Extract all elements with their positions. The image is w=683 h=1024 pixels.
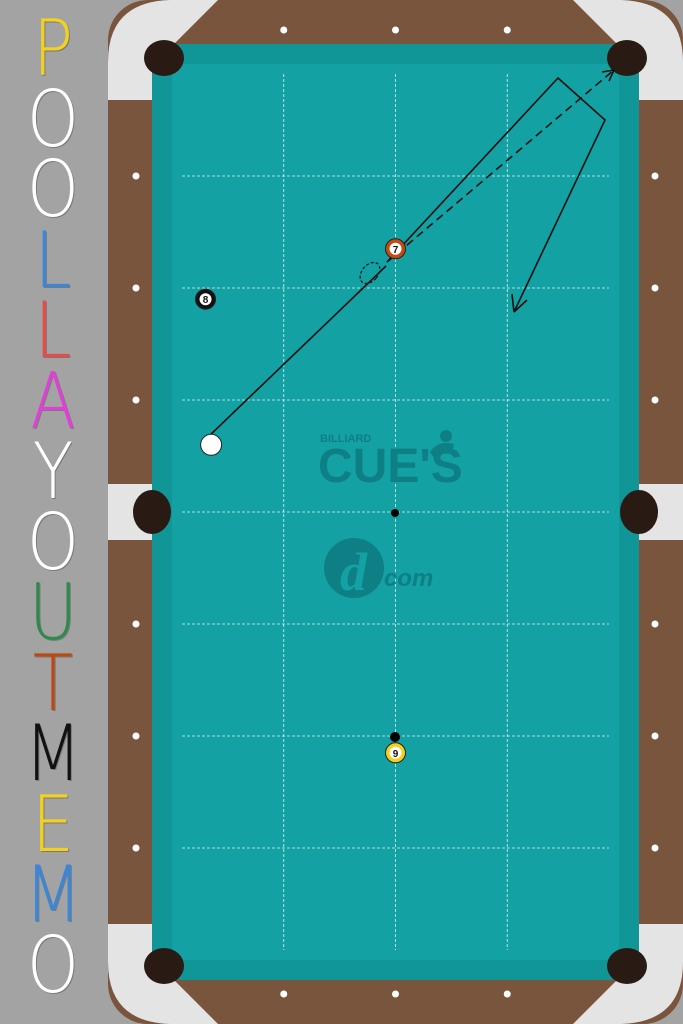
logo-billiard-text: BILLIARD bbox=[320, 433, 371, 445]
shot-diagram bbox=[205, 69, 615, 440]
title-letter: U bbox=[28, 566, 78, 658]
table-grid bbox=[182, 74, 609, 950]
ball-eight[interactable]: 8 bbox=[195, 288, 217, 310]
pool-table[interactable]: BILLIARD CUE'S d com 7 8 9 bbox=[108, 0, 683, 1024]
title-letter: O bbox=[27, 73, 79, 165]
title-letter: L bbox=[34, 284, 72, 376]
object-ball-arrowhead-icon bbox=[601, 69, 615, 82]
rail-diamond bbox=[651, 284, 659, 292]
rail-diamond bbox=[651, 844, 659, 852]
dcom-circle-icon bbox=[324, 538, 384, 598]
balls[interactable]: 7 8 9 bbox=[195, 238, 406, 764]
title-letter: O bbox=[27, 496, 79, 588]
pocket bbox=[607, 948, 647, 984]
ball-number-disc bbox=[199, 293, 212, 306]
pocket bbox=[607, 40, 647, 76]
rail-diamond bbox=[132, 620, 140, 628]
rail-diamond bbox=[132, 284, 140, 292]
ball-seven[interactable]: 7 bbox=[385, 238, 406, 260]
ball-number-disc bbox=[389, 746, 402, 759]
rail-diamond bbox=[132, 396, 140, 404]
rail-diamond bbox=[280, 26, 288, 34]
cue-ball-continuation-path bbox=[386, 76, 606, 313]
dcom-logo: d com bbox=[324, 538, 433, 602]
cue-ball-arrowhead-icon bbox=[511, 293, 528, 313]
ball-nine[interactable]: 9 bbox=[385, 742, 406, 764]
title-letter: Y bbox=[32, 425, 74, 517]
title-letter: A bbox=[30, 355, 76, 447]
dcom-mark: d bbox=[340, 542, 368, 602]
ball-number-disc bbox=[389, 242, 402, 255]
pocket bbox=[133, 490, 171, 534]
head-spot bbox=[391, 509, 399, 517]
cues-logo: BILLIARD CUE'S bbox=[318, 430, 463, 493]
title-letter: M bbox=[24, 848, 82, 940]
ball-cue[interactable] bbox=[200, 433, 223, 456]
title-letter: L bbox=[34, 214, 72, 306]
ball-number: 9 bbox=[393, 749, 399, 760]
pocket bbox=[620, 490, 658, 534]
rail-diamond bbox=[651, 396, 659, 404]
rail-diamond bbox=[651, 172, 659, 180]
title-letter: T bbox=[32, 637, 74, 729]
ball-number: 8 bbox=[203, 295, 209, 306]
rail-diamond bbox=[503, 26, 511, 34]
pockets bbox=[133, 40, 658, 984]
foot-spot bbox=[390, 732, 400, 742]
rail-diamond bbox=[132, 844, 140, 852]
rail-diamond bbox=[651, 620, 659, 628]
pocket bbox=[144, 948, 184, 984]
dcom-text: com bbox=[384, 565, 433, 592]
rail-diamond bbox=[503, 990, 511, 998]
title-letter: O bbox=[27, 919, 79, 1011]
ball-body bbox=[200, 433, 223, 456]
pocket bbox=[144, 40, 184, 76]
title-letter: P bbox=[33, 2, 73, 94]
rail-diamond bbox=[392, 990, 399, 998]
ghost-ball bbox=[359, 261, 381, 285]
title-letter: M bbox=[24, 707, 82, 799]
title-letter: E bbox=[32, 778, 74, 870]
rail-diamond bbox=[651, 732, 659, 740]
rail-diamond bbox=[280, 990, 288, 998]
rail-diamond bbox=[132, 732, 140, 740]
rail-diamond bbox=[392, 26, 399, 34]
logo-figure-icon bbox=[440, 430, 452, 442]
cue-ball-path bbox=[205, 265, 387, 440]
title-letter: O bbox=[27, 143, 79, 235]
rail-diamond bbox=[132, 172, 140, 180]
ball-number: 7 bbox=[393, 245, 399, 256]
object-ball-path bbox=[386, 69, 615, 263]
logo-cue-stroke-icon bbox=[430, 443, 454, 458]
rail-diamonds bbox=[132, 26, 659, 998]
